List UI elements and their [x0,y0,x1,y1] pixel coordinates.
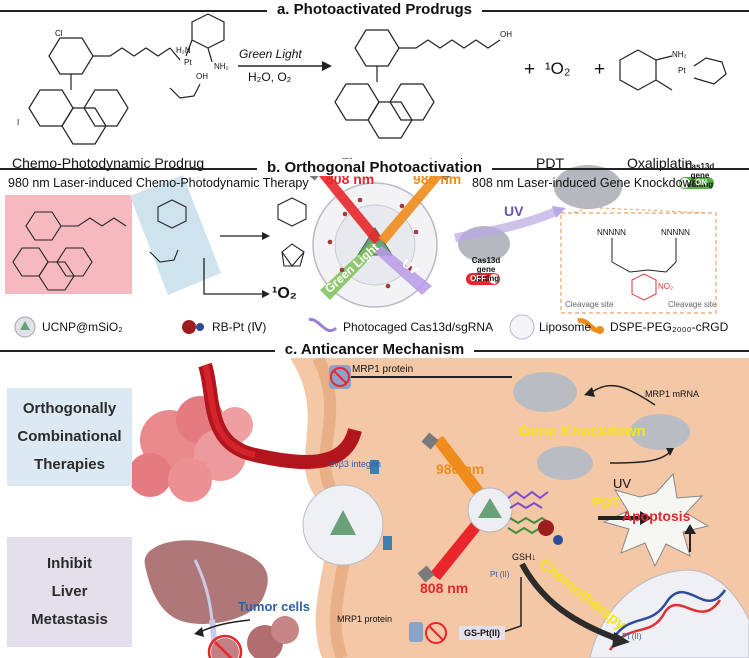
apoptosis-star [602,472,710,568]
product-oh-label: OH [500,30,512,39]
legend-rbpt-icon [182,320,196,334]
legend-dspe: DSPE-PEG₂₀₀₀-cRGD [610,320,729,334]
nh2-atom-label: NH₂ [214,62,229,71]
h2n-atom-label: H₂N [176,46,191,55]
uv-label-c: UV [613,476,632,491]
singlet-oxygen-a: ¹O₂ [545,59,571,78]
box1-line-2: Combinational [17,428,122,445]
plus-sign-2: + [594,59,606,80]
cleavage-box [560,212,717,314]
protein-mid [537,446,593,480]
legend-rbpt: RB-Pt (Ⅳ) [212,320,267,334]
prodrug-structure [28,37,181,145]
section-c-title: c. Anticancer Mechanism [0,341,749,358]
beam-980-c [433,436,492,506]
pt2-upper-label: Pt (II) [490,570,510,579]
plus-sign-1: + [524,59,536,80]
tumor-cells-label: Tumor cells [238,599,311,614]
uv-arrow-label: UV [504,203,524,219]
reaction-condition-bottom: H₂O, O₂ [248,70,292,84]
box2-line-3: Metastasis [31,611,108,628]
legend-liposome: Liposome [539,320,592,334]
box1-line-3: Therapies [34,456,105,473]
box2-line-1: Inhibit [47,555,92,572]
pt-atom-label: Pt [184,58,192,67]
cleavage-left: Cleavage site [565,300,614,309]
beam-808-b [318,170,382,244]
blocked-icon [207,634,243,658]
oxaliplatin-structure [619,49,727,91]
cas13d-off-title: Cas13d gene editing [471,256,501,283]
legend-ucnp: UCNP@mSiO₂ [42,320,123,334]
mrp1-protein-top: MRP1 protein [352,364,414,375]
cl-atom-label: Cl [55,29,63,38]
oh-atom-label: OH [196,72,208,81]
gsh-label: GSH↓ [512,552,537,562]
cleavage-right: Cleavage site [668,300,717,309]
mrp1-protein-bottom: MRP1 protein [337,614,393,624]
pdt-label-c: PDT [592,494,620,510]
left-heading-b: 980 nm Laser-induced Chemo-Photodynamic … [8,176,309,190]
off-label: OFF [470,274,486,283]
liver [144,540,268,624]
product-structure [334,29,501,139]
inhibit-metastasis-box: Inhibit Liver Metastasis [7,537,132,647]
nnnnn-left: NNNNN [597,228,626,237]
integrin-label: αvβ3 integrin [329,459,381,469]
gs-pt-label: GS-Pt(II) [459,626,505,640]
no2-label: NO₂ [658,282,674,291]
box1-line-1: Orthogonally [22,400,117,417]
legend-liposome-icon [509,314,535,340]
i-atom-label: I [17,118,20,127]
oxaliplatin-label: Oxaliplatin [627,155,693,171]
oxali-pt-label: Pt [678,66,686,75]
legend-cas13d: Photocaged Cas13d/sgRNA [343,320,494,334]
pdt-label: PDT [536,155,564,171]
prodrug-pink-box [5,195,132,294]
prodrug-label: Chemo-Photodynamic Prodrug [12,155,205,171]
beam-808-c [430,514,488,580]
legend-cas13d-icon [308,318,338,332]
oxali-nh2-label: NH₂ [672,50,687,59]
nucleus [589,569,749,658]
protein-top-right [630,414,690,450]
section-a-title: a. Photoactivated Prodrugs [0,1,749,18]
cas13d-on-title: Cas13d gene editing [685,162,715,189]
box2-line-2: Liver [51,583,88,600]
green-light-beam [320,242,380,300]
mrp1-channel-bottom [409,622,423,642]
gene-knockdown-label: Gene Knockdown [519,423,646,440]
orthogonal-therapies-box: Orthogonally Combinational Therapies [7,388,132,486]
mrp1-mrna-label: MRP1 mRNA [645,389,700,399]
section-b-title: b. Orthogonal Photoactivation [0,159,749,176]
reaction-condition-top: Green Light [239,47,302,61]
apoptosis-label: Apoptosis [622,508,691,524]
protein-top-mid [513,372,577,412]
nnnnn-right: NNNNN [661,228,690,237]
pt-blue-box [130,175,221,295]
right-heading-b: 808 nm Laser-induced Gene Knockdown [472,176,699,190]
uv-beam [374,246,432,295]
pt2-lower-label: Pt (II) [622,632,642,641]
cas13d-protein-on [554,165,622,209]
on-label: ON [695,178,707,187]
beam-980-label-c: 980 nm [436,461,485,477]
singlet-oxygen-b: ¹O₂ [272,285,297,302]
beam-980-b [378,170,444,244]
beam-808-label-c: 808 nm [420,580,469,596]
